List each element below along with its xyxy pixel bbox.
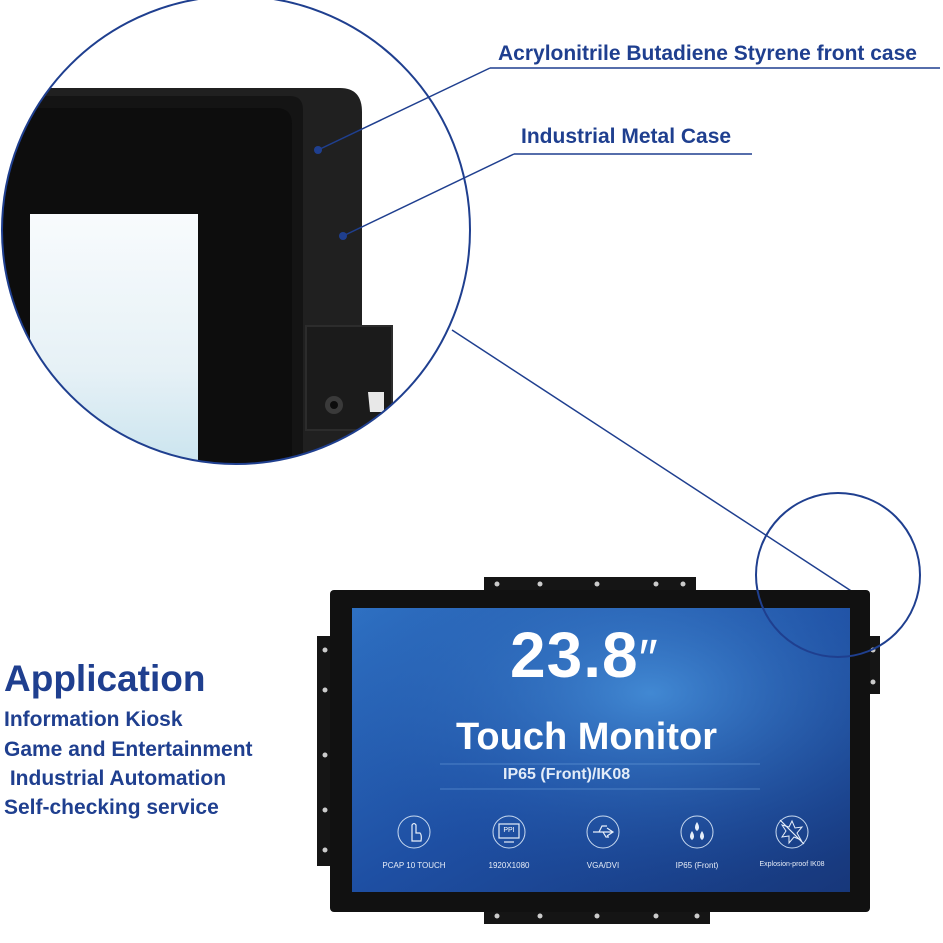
application-item: Self-checking service bbox=[4, 796, 219, 819]
touch-hand-icon bbox=[397, 815, 431, 849]
screen-size: 23.8″ bbox=[510, 618, 659, 692]
zoomed-corner bbox=[2, 0, 470, 464]
water-drops-icon bbox=[680, 815, 714, 849]
feature-label-explosion-proof: Explosion-proof IK08 bbox=[759, 861, 825, 868]
zoom-circle bbox=[1, 0, 471, 465]
feature-label-ip65: IP65 (Front) bbox=[675, 861, 719, 870]
detail-circle bbox=[755, 492, 921, 658]
metal-case-label: Industrial Metal Case bbox=[521, 125, 732, 148]
application-item: Information Kiosk bbox=[4, 708, 183, 731]
size-value: 23.8 bbox=[510, 619, 639, 691]
ip-rating: IP65 (Front)/IK08 bbox=[503, 766, 631, 783]
ppi-icon bbox=[492, 815, 526, 849]
feature-label-video: VGA/DVI bbox=[586, 861, 620, 870]
front-case-label: Acrylonitrile Butadiene Styrene front ca… bbox=[498, 42, 917, 65]
monitor bbox=[317, 577, 880, 924]
feature-label-touch: PCAP 10 TOUCH bbox=[382, 861, 446, 870]
usb-icon bbox=[586, 815, 620, 849]
ppi-icon-text: PPI bbox=[503, 827, 515, 834]
product-name: Touch Monitor bbox=[456, 716, 718, 758]
feature-icons bbox=[397, 815, 809, 849]
application-item: Game and Entertainment bbox=[4, 738, 253, 761]
application-item: Industrial Automation bbox=[4, 767, 227, 790]
application-title: Application bbox=[4, 658, 206, 699]
inch-mark: ″ bbox=[638, 629, 659, 689]
feature-label-resolution: 1920X1080 bbox=[488, 861, 530, 870]
explosion-proof-icon bbox=[775, 815, 809, 849]
